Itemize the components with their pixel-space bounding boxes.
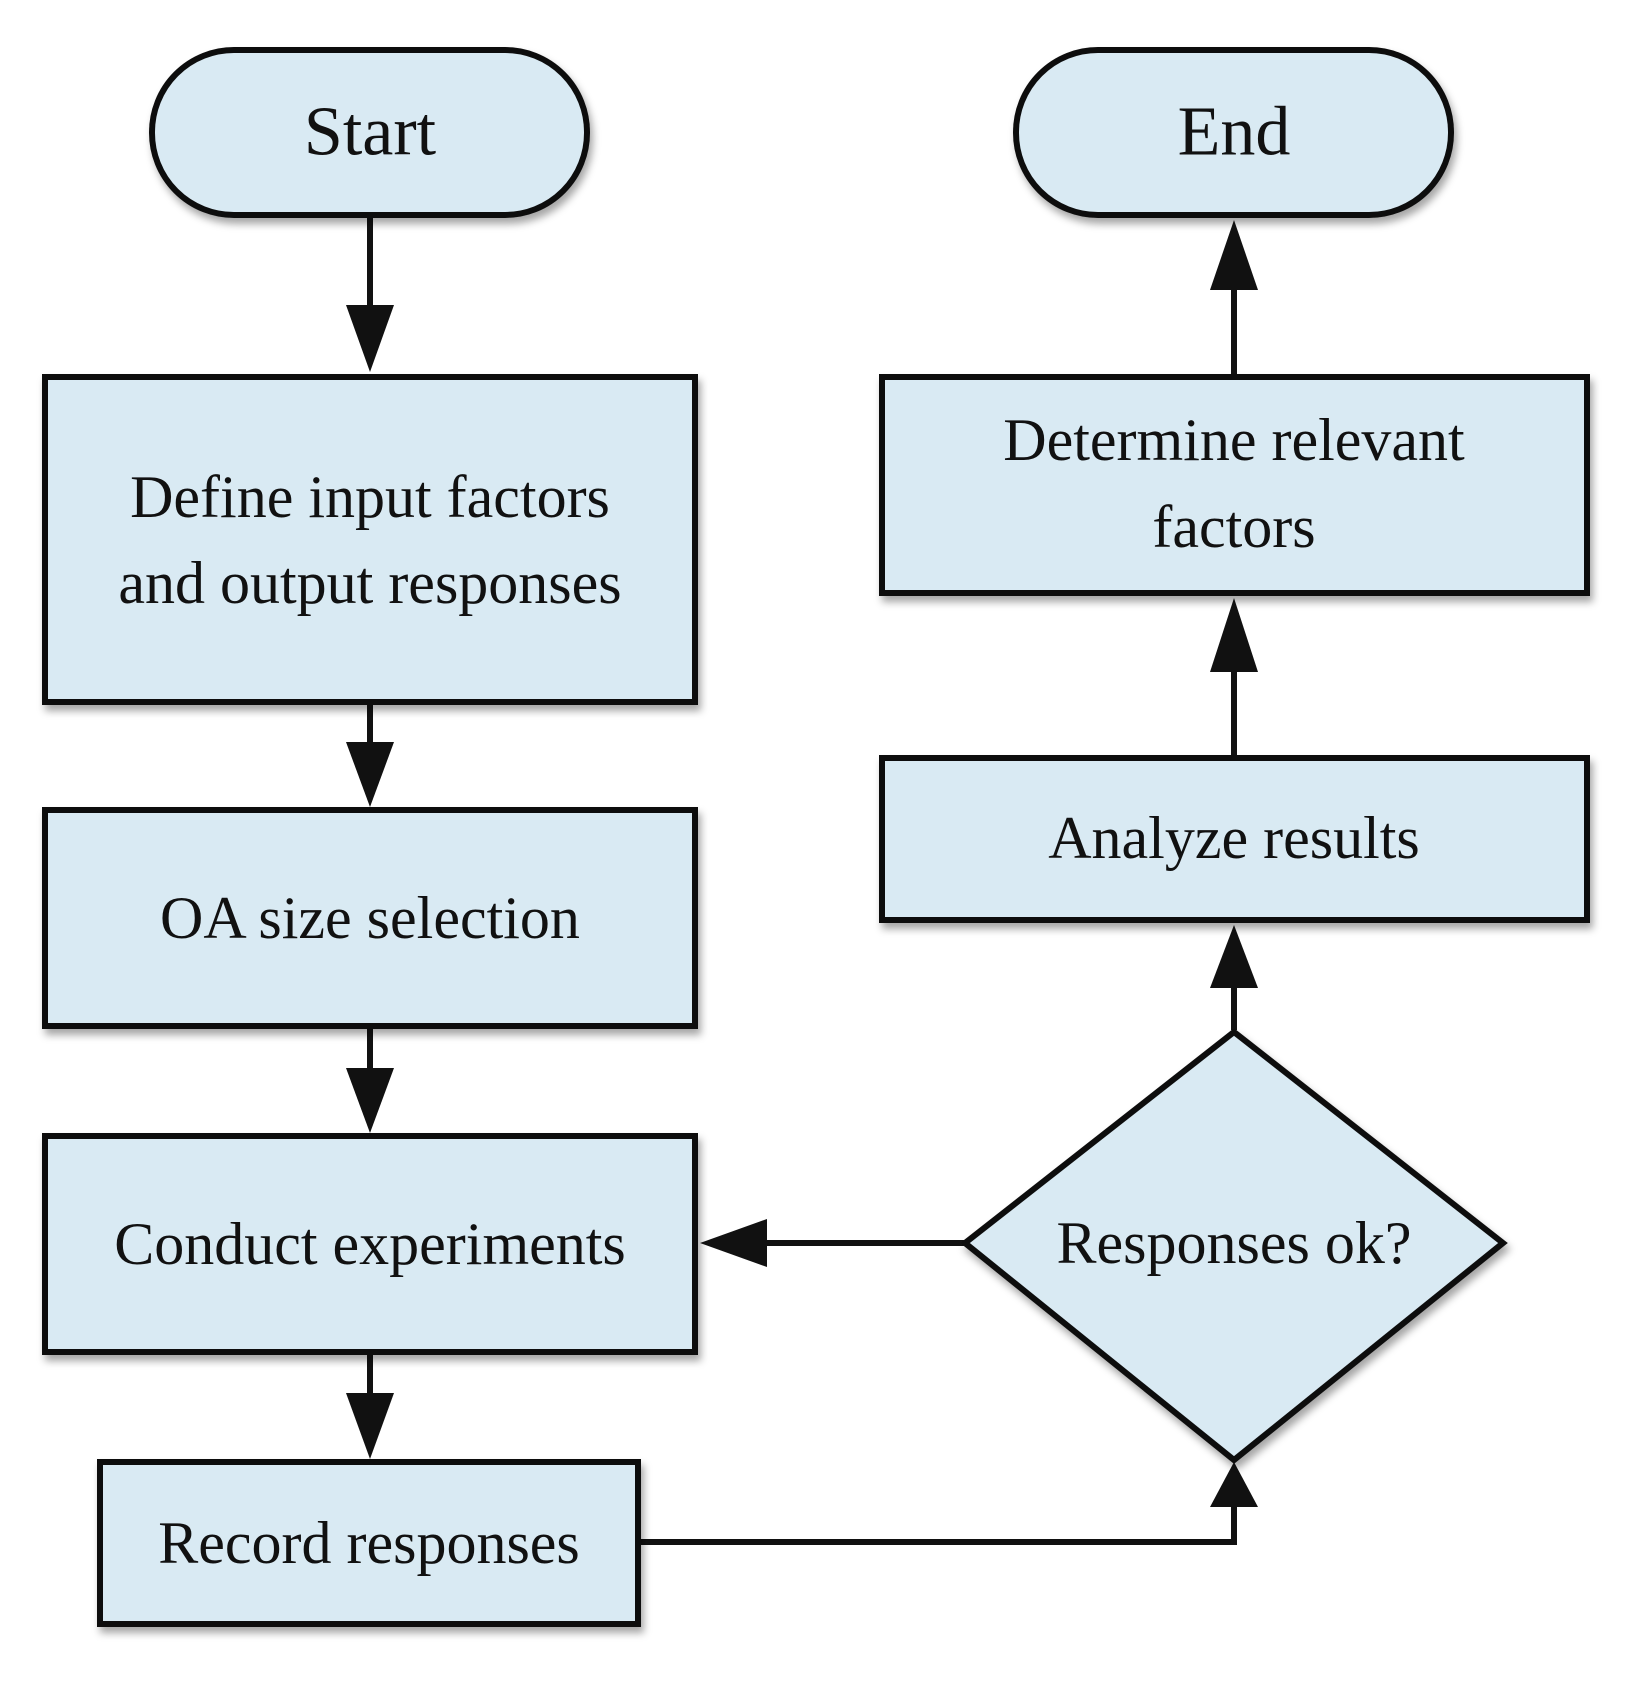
arrowhead-up-decision (1210, 1462, 1258, 1507)
arrowhead-up-analyze (1210, 925, 1258, 988)
record-label: Record responses (158, 1510, 580, 1576)
arrowhead-down-oa (346, 742, 394, 807)
node-determine: Determine relevant factors (879, 374, 1590, 596)
define-shape (42, 374, 698, 705)
define-label-line-2: and output responses (118, 550, 621, 616)
decision-shape (960, 1028, 1508, 1464)
arrowhead-down-conduct (346, 1068, 394, 1133)
analyze-label: Analyze results (1048, 805, 1420, 871)
oa-label: OA size selection (160, 885, 580, 951)
end-shape (1013, 47, 1454, 218)
node-conduct: Conduct experiments (42, 1133, 698, 1355)
analyze-shape (879, 755, 1590, 923)
node-decision: Responses ok? (960, 1028, 1508, 1464)
edge-record-to-decision (638, 1503, 1237, 1545)
end-label: End (1178, 94, 1291, 171)
node-start: Start (149, 47, 590, 218)
connectors (367, 215, 1237, 1545)
node-record: Record responses (97, 1459, 641, 1627)
define-label-line-1: Define input factors (130, 464, 610, 530)
decision-label: Responses ok? (1057, 1210, 1412, 1276)
start-label: Start (304, 94, 437, 171)
record-shape (97, 1459, 641, 1627)
determine-label-line-1: Determine relevant (1003, 407, 1465, 473)
determine-label-line-2: factors (1152, 494, 1315, 560)
arrowhead-up-determine (1210, 598, 1258, 672)
arrowhead-up-end (1210, 220, 1258, 290)
arrowheads (346, 220, 1258, 1507)
arrowhead-left-conduct (700, 1219, 767, 1267)
conduct-label: Conduct experiments (114, 1211, 626, 1277)
determine-shape (879, 374, 1590, 596)
node-end: End (1013, 47, 1454, 218)
node-define: Define input factors and output response… (42, 374, 698, 705)
oa-shape (42, 807, 698, 1029)
conduct-shape (42, 1133, 698, 1355)
arrowhead-down-record (346, 1393, 394, 1459)
arrowhead-down-define (346, 305, 394, 372)
node-oa-size: OA size selection (42, 807, 698, 1029)
start-shape (149, 47, 590, 218)
node-analyze: Analyze results (879, 755, 1590, 923)
